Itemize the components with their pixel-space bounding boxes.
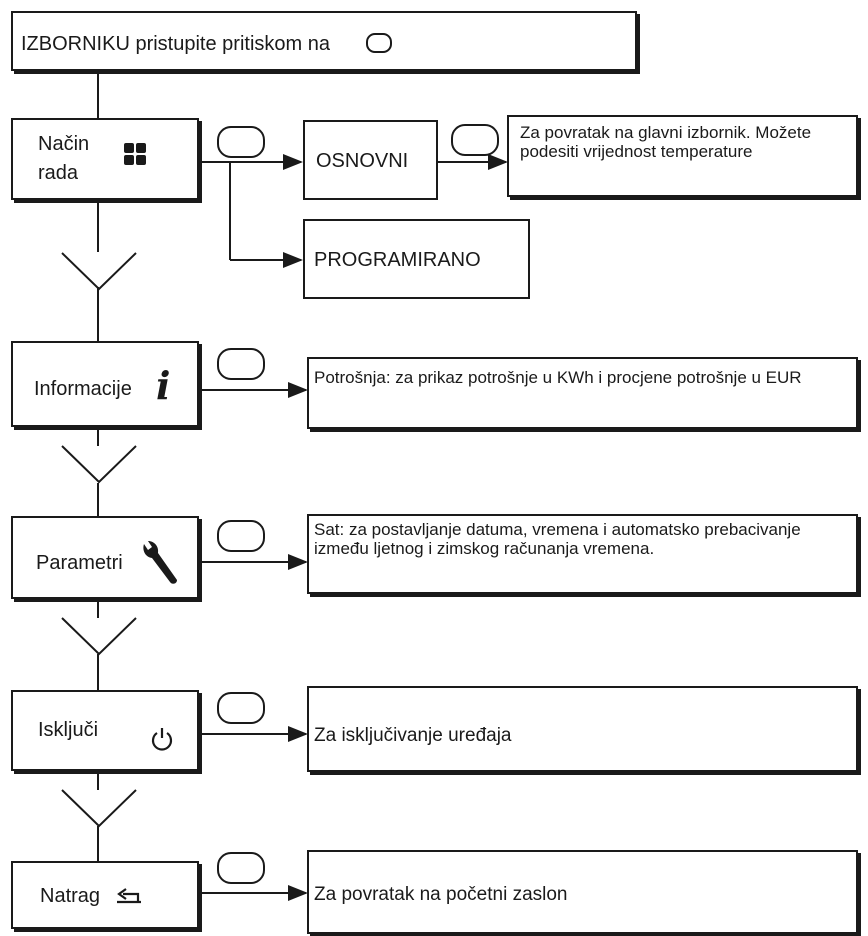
menu-item-info[interactable]: Informacije i <box>11 341 199 427</box>
submenu-programmed[interactable]: PROGRAMIRANO <box>303 219 530 299</box>
description-parameters-text: Sat: za postavljanje datuma, vremena i a… <box>314 520 801 558</box>
submenu-programmed-label: PROGRAMIRANO <box>314 249 481 271</box>
description-off-text: Za isključivanje uređaja <box>314 725 512 746</box>
chevron-down-icon <box>61 252 137 291</box>
chevron-down-icon <box>61 445 137 484</box>
header-text: IZBORNIKU pristupite pritiskom na <box>21 33 330 55</box>
menu-item-mode[interactable]: Način rada <box>11 118 199 200</box>
menu-access-header: IZBORNIKU pristupite pritiskom na <box>11 11 637 71</box>
description-back-text: Za povratak na početni zaslon <box>314 884 568 905</box>
off-label: Isključi <box>38 719 99 741</box>
description-basic-text: Za povratak na glavni izbornik. Možete p… <box>520 123 812 161</box>
return-arrow-icon <box>117 888 141 904</box>
description-back: Za povratak na početni zaslon <box>307 850 858 934</box>
menu-item-back[interactable]: Natrag <box>11 861 199 929</box>
info-italic-i-icon: i <box>156 363 171 408</box>
chevron-down-icon <box>61 789 137 828</box>
four-squares-icon <box>124 143 146 165</box>
description-basic: Za povratak na glavni izbornik. Možete p… <box>507 115 858 197</box>
oval-button-icon <box>451 124 499 156</box>
oval-button-icon <box>217 126 265 158</box>
mode-label-line2: rada <box>38 162 79 184</box>
back-label: Natrag <box>40 885 101 907</box>
wrench-icon <box>143 541 177 584</box>
oval-button-icon <box>366 33 392 53</box>
menu-item-off[interactable]: Isključi <box>11 690 199 771</box>
description-parameters: Sat: za postavljanje datuma, vremena i a… <box>307 514 858 594</box>
oval-button-icon <box>217 520 265 552</box>
description-info-text: Potrošnja: za prikaz potrošnje u KWh i p… <box>314 368 802 387</box>
mode-label-line1: Način <box>38 133 90 155</box>
description-off: Za isključivanje uređaja <box>307 686 858 772</box>
oval-button-icon <box>217 692 265 724</box>
description-info: Potrošnja: za prikaz potrošnje u KWh i p… <box>307 357 858 429</box>
parameters-label: Parametri <box>36 552 123 574</box>
oval-button-icon <box>217 348 265 380</box>
submenu-basic-label: OSNOVNI <box>316 150 409 172</box>
menu-item-parameters[interactable]: Parametri <box>11 516 199 599</box>
oval-button-icon <box>217 852 265 884</box>
submenu-basic[interactable]: OSNOVNI <box>303 120 438 200</box>
power-icon <box>151 728 173 751</box>
chevron-down-icon <box>61 617 137 656</box>
info-label: Informacije <box>34 378 132 400</box>
